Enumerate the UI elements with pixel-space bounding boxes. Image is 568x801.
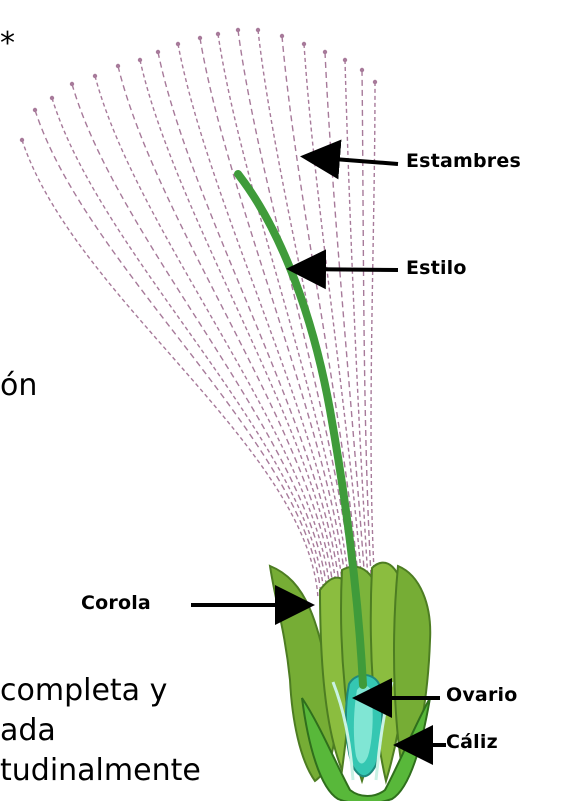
stamen-anther — [302, 42, 306, 46]
stamen-anther — [256, 28, 260, 32]
cut-fragment-top: * — [0, 26, 15, 61]
caption-line-1: completa y — [0, 674, 167, 708]
label-estilo: Estilo — [406, 257, 467, 279]
stamen-anther — [93, 74, 97, 78]
stamen-anther — [20, 138, 24, 142]
stamen-anther — [116, 64, 120, 68]
stamen-anther — [280, 34, 284, 38]
stamen-anther — [156, 50, 160, 54]
stamen-anther — [70, 82, 74, 86]
label-estambres: Estambres — [406, 150, 521, 172]
stamen-filament — [362, 70, 372, 598]
stamen-anther — [138, 58, 142, 62]
arrow-estilo — [294, 269, 398, 270]
cut-fragment-mid: ón — [0, 368, 37, 403]
stamen-filament — [218, 34, 350, 598]
label-caliz: Cáliz — [446, 731, 498, 753]
label-corola: Corola — [81, 592, 151, 614]
stamen-anther — [198, 36, 202, 40]
stamen-filament — [52, 98, 324, 598]
stamen-anther — [50, 96, 54, 100]
stamen-filament — [95, 76, 331, 598]
stamen-anther — [216, 32, 220, 36]
arrow-estambres — [308, 157, 398, 164]
stamen-filament — [178, 44, 344, 598]
stamen-anther — [343, 58, 347, 62]
stamen-anther — [323, 50, 327, 54]
caption-line-3: tudinalmente — [0, 754, 201, 788]
stamen-anther — [360, 68, 364, 72]
stamen-anther — [33, 108, 37, 112]
stamen-filament — [371, 82, 376, 598]
stamen-anther — [373, 80, 377, 84]
stamen-anther — [236, 28, 240, 32]
caption-line-2: ada — [0, 714, 56, 748]
stamen-filament — [72, 84, 328, 598]
label-ovario: Ovario — [446, 684, 518, 706]
stamen-anther — [176, 42, 180, 46]
stamens-group — [20, 28, 377, 598]
